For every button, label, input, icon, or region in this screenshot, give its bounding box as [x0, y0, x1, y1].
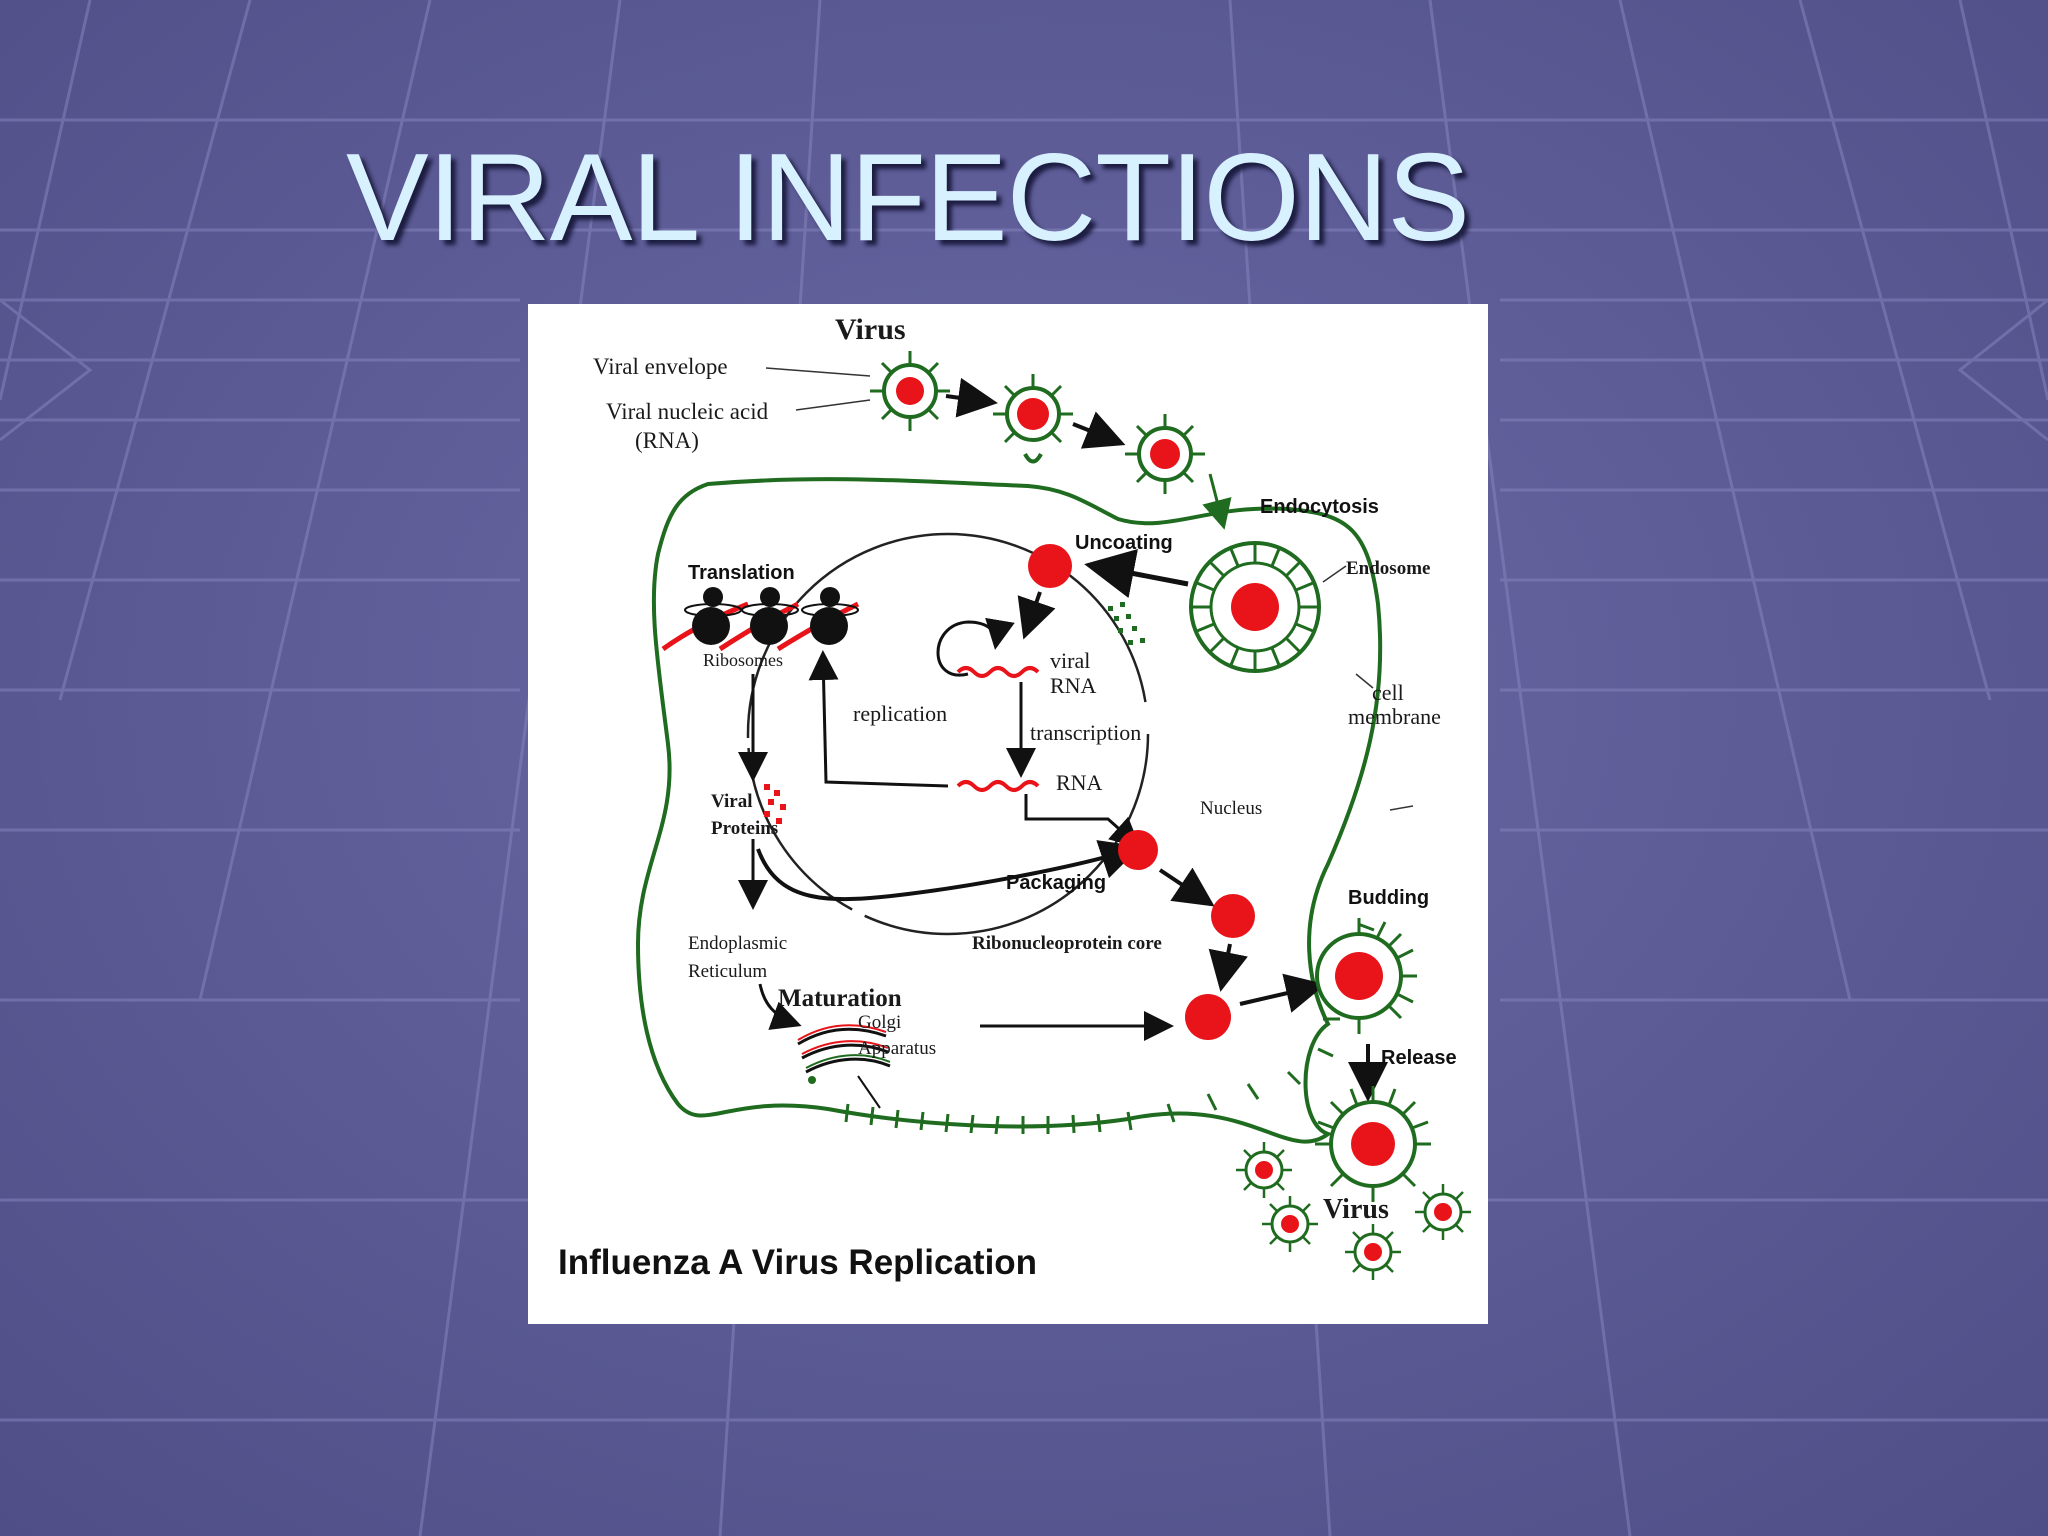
maturing-core	[1185, 994, 1231, 1040]
replication-loop	[936, 617, 1015, 677]
label-virus-top: Virus	[835, 313, 906, 346]
slide-title: VIRAL INFECTIONS	[346, 129, 1470, 267]
label-golgi-2: Apparatus	[858, 1038, 936, 1059]
virus-particle-icon	[1236, 1142, 1292, 1198]
label-uncoating: Uncoating	[1075, 532, 1173, 554]
label-transcription: transcription	[1030, 720, 1141, 745]
label-ribosomes: Ribosomes	[703, 650, 783, 670]
virus-particle-icon	[1315, 1086, 1431, 1202]
ribonucleoprotein-core	[1211, 894, 1255, 938]
label-endocytosis: Endocytosis	[1260, 496, 1379, 518]
virus-particle-icon	[1415, 1184, 1471, 1240]
mrna-strand	[956, 780, 1040, 792]
budding-virus-icon	[1315, 918, 1417, 1034]
label-er-1: Endoplasmic	[688, 933, 787, 954]
golgi-apparatus-icon	[797, 1024, 891, 1084]
label-viral-proteins-2: Proteins	[711, 818, 778, 839]
label-er-2: Reticulum	[688, 961, 767, 982]
ribosome-icon	[661, 587, 860, 652]
endosome-icon	[1189, 541, 1321, 673]
released-spikes	[1108, 602, 1145, 645]
label-budding: Budding	[1348, 887, 1429, 909]
label-translation: Translation	[688, 562, 795, 584]
membrane-spikes	[844, 922, 1375, 1135]
label-packaging: Packaging	[1006, 872, 1106, 894]
nucleus-boundary	[746, 532, 1150, 936]
label-viral-rna-2: RNA	[1050, 673, 1097, 698]
viral-rna-strand	[956, 666, 1040, 678]
label-cell-membrane-1: cell	[1372, 680, 1404, 705]
influenza-replication-diagram: Virus Viral envelope Viral nucleic acid …	[528, 304, 1488, 1324]
packaged-core	[1118, 830, 1158, 870]
label-ribonucleoprotein-core: Ribonucleoprotein core	[972, 933, 1162, 954]
label-virus-bottom: Virus	[1323, 1194, 1389, 1225]
uncoated-core	[1028, 544, 1072, 588]
label-replication: replication	[853, 701, 947, 726]
label-endosome: Endosome	[1346, 558, 1430, 579]
cell-membrane	[635, 477, 1383, 1144]
label-viral-nucleic-acid: Viral nucleic acid	[606, 399, 769, 424]
label-nucleus: Nucleus	[1200, 798, 1262, 819]
label-viral-envelope: Viral envelope	[593, 354, 728, 379]
label-release: Release	[1381, 1047, 1457, 1069]
virus-particle-icon	[993, 374, 1073, 464]
virus-particle-icon	[1125, 414, 1205, 494]
label-maturation: Maturation	[778, 985, 902, 1012]
virus-particle-icon	[870, 351, 950, 431]
virus-particle-icon	[1345, 1224, 1401, 1280]
virus-particle-icon	[1262, 1196, 1318, 1252]
viral-protein-dots	[764, 784, 786, 824]
label-viral-rna-1: viral	[1050, 648, 1090, 673]
label-rna-paren: (RNA)	[635, 428, 699, 453]
label-rna: RNA	[1056, 770, 1103, 795]
label-golgi-1: Golgi	[858, 1012, 901, 1033]
label-cell-membrane-2: membrane	[1348, 704, 1441, 729]
label-viral-proteins-1: Viral	[711, 791, 753, 812]
diagram-caption: Influenza A Virus Replication	[558, 1243, 1037, 1282]
